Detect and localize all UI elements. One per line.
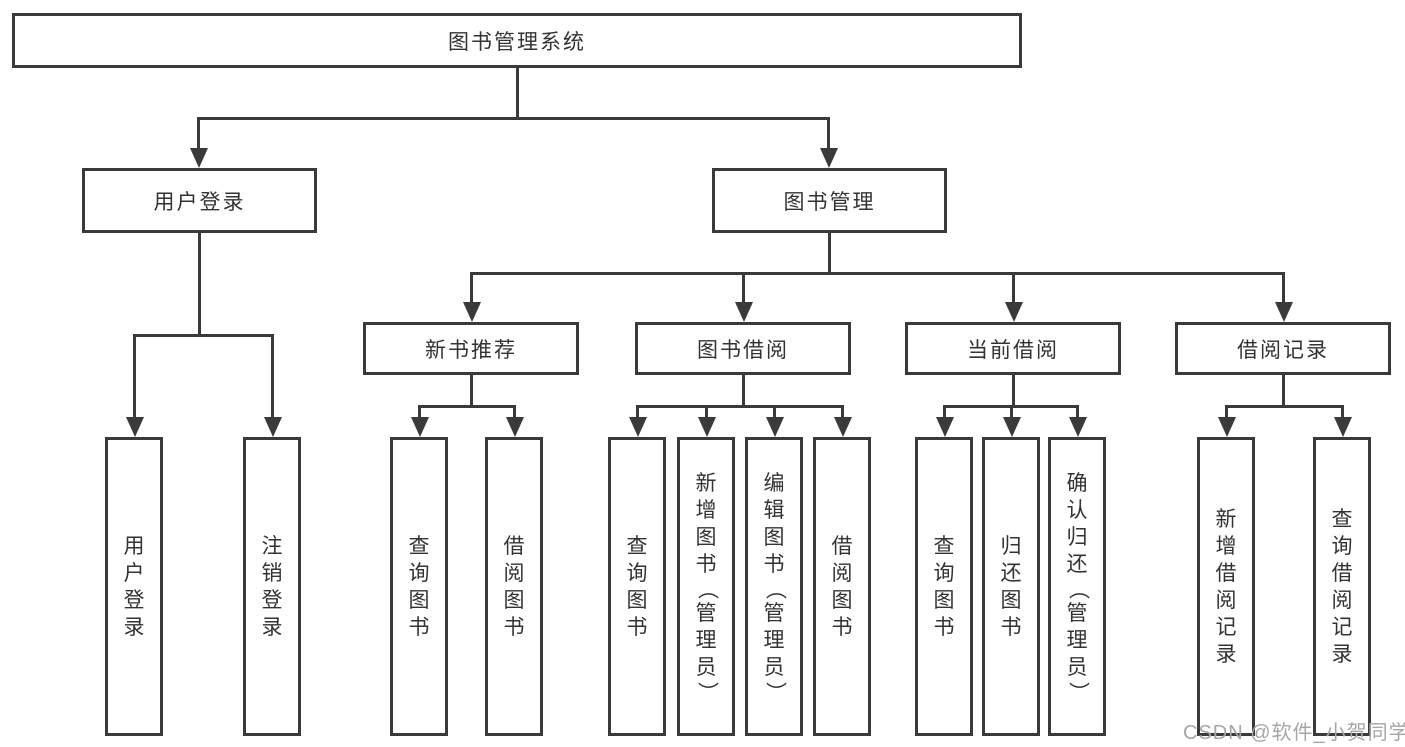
leaf-query-book-current-label: 查询图书 [933, 534, 955, 639]
arrow-down-icon [766, 417, 784, 437]
arrow-down-icon [126, 417, 144, 437]
arrow-down-icon [463, 302, 481, 322]
leaf-query-book-borrow: 查询图书 [608, 437, 666, 736]
csdn-watermark: CSDN @软件_小贺同学 [1183, 722, 1405, 744]
node-root: 图书管理系统 [12, 13, 1022, 68]
node-borrow-record: 借阅记录 [1175, 322, 1391, 375]
connector-g2-stem-3 [773, 405, 776, 422]
node-borrow-record-label: 借阅记录 [1237, 338, 1329, 362]
leaf-edit-book-admin: 编辑图书（管理员） [745, 437, 803, 736]
connector-mgmt-stem-3 [1012, 272, 1015, 306]
connector-g2-vline [742, 375, 745, 408]
node-book-management-label: 图书管理 [783, 190, 876, 214]
leaf-query-borrow-record: 查询借阅记录 [1313, 437, 1371, 736]
connector-mgmt-stem-4 [1282, 272, 1285, 306]
arrow-down-icon [1275, 302, 1293, 322]
connector-g3-stem-2 [1010, 405, 1013, 422]
node-user-login-label: 用户登录 [153, 190, 246, 214]
leaf-add-borrow-record: 新增借阅记录 [1197, 437, 1255, 736]
connector-login-stem-2 [271, 334, 274, 420]
arrow-down-icon [264, 417, 282, 437]
connector-root-stem-left [197, 117, 200, 151]
connector-root-hline [197, 117, 830, 120]
leaf-edit-book-admin-label: 编辑图书（管理员） [763, 472, 786, 703]
leaf-query-book-current: 查询图书 [915, 437, 973, 736]
leaf-logout: 注销登录 [243, 437, 301, 736]
leaf-query-book-recommend: 查询图书 [390, 437, 448, 736]
leaf-add-book-admin-label: 新增图书（管理员） [695, 472, 718, 703]
leaf-user-login-label: 用户登录 [123, 534, 145, 639]
leaf-query-borrow-record-label: 查询借阅记录 [1331, 507, 1353, 666]
connector-login-stem-1 [133, 334, 136, 420]
connector-mgmt-hline [470, 272, 1284, 275]
connector-root-stem-right [827, 117, 830, 151]
arrow-down-icon [1218, 417, 1236, 437]
node-root-label: 图书管理系统 [448, 30, 586, 54]
connector-login-vline [198, 233, 201, 336]
connector-root-vline [516, 67, 519, 119]
node-new-book-recommend: 新书推荐 [363, 322, 579, 375]
connector-g3-vline [1012, 375, 1015, 408]
connector-g1-stem-1 [418, 405, 421, 422]
leaf-query-book-borrow-label: 查询图书 [626, 534, 648, 639]
leaf-return-book-label: 归还图书 [1000, 534, 1022, 639]
arrow-down-icon [411, 417, 429, 437]
arrow-down-icon [936, 417, 954, 437]
node-user-login: 用户登录 [82, 168, 317, 233]
leaf-query-book-recommend-label: 查询图书 [408, 534, 430, 639]
arrow-down-icon [698, 417, 716, 437]
arrow-down-icon [1003, 417, 1021, 437]
arrow-down-icon [506, 417, 524, 437]
leaf-user-login: 用户登录 [105, 437, 163, 736]
arrow-down-icon [735, 302, 753, 322]
leaf-borrow-book-recommend: 借阅图书 [485, 437, 543, 736]
connector-g1-vline [470, 375, 473, 408]
leaf-return-book: 归还图书 [982, 437, 1040, 736]
connector-g4-stem-1 [1225, 405, 1228, 422]
connector-mgmt-stem-2 [742, 272, 745, 306]
arrow-down-icon [820, 148, 838, 168]
arrow-down-icon [629, 417, 647, 437]
connector-g3-stem-3 [1076, 405, 1079, 422]
leaf-borrow-book-recommend-label: 借阅图书 [503, 534, 525, 639]
connector-mgmt-stem-1 [470, 272, 473, 306]
arrow-down-icon [1069, 417, 1087, 437]
node-book-borrow: 图书借阅 [635, 322, 851, 375]
connector-g2-stem-4 [841, 405, 844, 422]
leaf-confirm-return-admin: 确认归还（管理员） [1048, 437, 1106, 736]
arrow-down-icon [1005, 302, 1023, 322]
node-current-borrow: 当前借阅 [905, 322, 1121, 375]
node-book-management: 图书管理 [712, 168, 947, 233]
connector-g4-vline [1282, 375, 1285, 408]
connector-g2-stem-1 [636, 405, 639, 422]
connector-mgmt-vline [828, 233, 831, 275]
connector-g2-hline [636, 405, 844, 408]
leaf-add-book-admin: 新增图书（管理员） [677, 437, 735, 736]
leaf-logout-label: 注销登录 [261, 534, 283, 639]
leaf-add-borrow-record-label: 新增借阅记录 [1215, 507, 1237, 666]
node-book-borrow-label: 图书借阅 [697, 338, 789, 362]
connector-login-hline [133, 334, 274, 337]
leaf-confirm-return-admin-label: 确认归还（管理员） [1066, 472, 1089, 703]
leaf-borrow-book: 借阅图书 [813, 437, 871, 736]
connector-g2-stem-2 [705, 405, 708, 422]
arrow-down-icon [190, 148, 208, 168]
connector-g3-stem-1 [943, 405, 946, 422]
connector-g4-stem-2 [1341, 405, 1344, 422]
arrow-down-icon [834, 417, 852, 437]
connector-g1-stem-2 [513, 405, 516, 422]
connector-g4-hline [1225, 405, 1344, 408]
node-new-book-recommend-label: 新书推荐 [425, 338, 517, 362]
node-current-borrow-label: 当前借阅 [967, 338, 1059, 362]
arrow-down-icon [1334, 417, 1352, 437]
leaf-borrow-book-label: 借阅图书 [831, 534, 853, 639]
connector-g1-hline [418, 405, 516, 408]
